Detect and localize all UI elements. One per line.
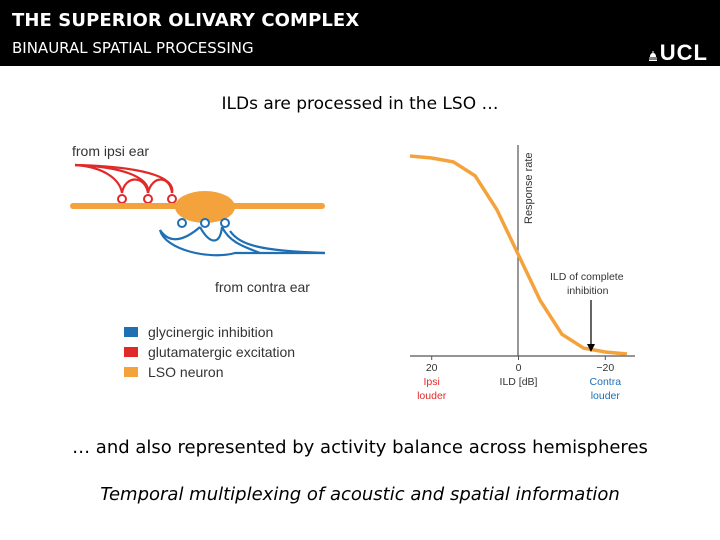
legend-swatch-inhibition	[124, 327, 138, 337]
annotation-line-1: ILD of complete	[550, 271, 624, 283]
legend-label-neuron: LSO neuron	[148, 364, 224, 380]
lso-neuron	[70, 191, 325, 223]
x-tick-sublabel: louder	[591, 390, 621, 402]
legend-swatch-excitation	[124, 347, 138, 357]
logo-text: UCL	[659, 40, 708, 65]
slide-title: THE SUPERIOR OLIVARY COMPLEX	[12, 10, 360, 31]
header-bar: THE SUPERIOR OLIVARY COMPLEX BINAURAL SP…	[0, 0, 720, 66]
section-heading: ILDs are processed in the LSO …	[221, 94, 499, 114]
excitatory-fibers	[74, 163, 174, 194]
inhibitory-fibers	[158, 226, 326, 257]
slide-subtitle: BINAURAL SPATIAL PROCESSING	[12, 39, 254, 57]
legend-swatch-neuron	[124, 367, 138, 377]
contra-label: from contra ear	[215, 279, 310, 295]
x-axis-label: ILD [dB]	[500, 376, 538, 388]
dome-icon	[648, 51, 657, 61]
ipsi-label: from ipsi ear	[72, 143, 149, 159]
lso-circuit-diagram: from ipsi ear from contra ear glycinergi…	[70, 143, 326, 380]
annotation-line-2: inhibition	[567, 285, 609, 297]
x-tick-label: −20	[596, 362, 614, 374]
ild-response-chart: Response rate ILD of complete inhibition…	[409, 145, 635, 402]
x-tick-label: 0	[516, 362, 522, 374]
caption-text: … and also represented by activity balan…	[72, 437, 648, 458]
legend-label-inhibition: glycinergic inhibition	[148, 324, 273, 340]
y-axis-label: Response rate	[523, 152, 535, 224]
x-tick-sublabel: Ipsi	[424, 376, 440, 388]
legend: glycinergic inhibition glutamatergic exc…	[124, 324, 295, 380]
x-tick-sublabel: Contra	[590, 376, 622, 388]
inhibitory-synapses	[177, 218, 230, 228]
x-tick-label: 20	[426, 362, 438, 374]
legend-label-excitation: glutamatergic excitation	[148, 344, 295, 360]
annotation-arrowhead	[587, 344, 595, 352]
footer-text: Temporal multiplexing of acoustic and sp…	[100, 484, 620, 505]
x-tick-sublabel: louder	[417, 390, 447, 402]
ucl-logo: UCL	[648, 42, 708, 64]
excitatory-synapses	[117, 194, 177, 204]
